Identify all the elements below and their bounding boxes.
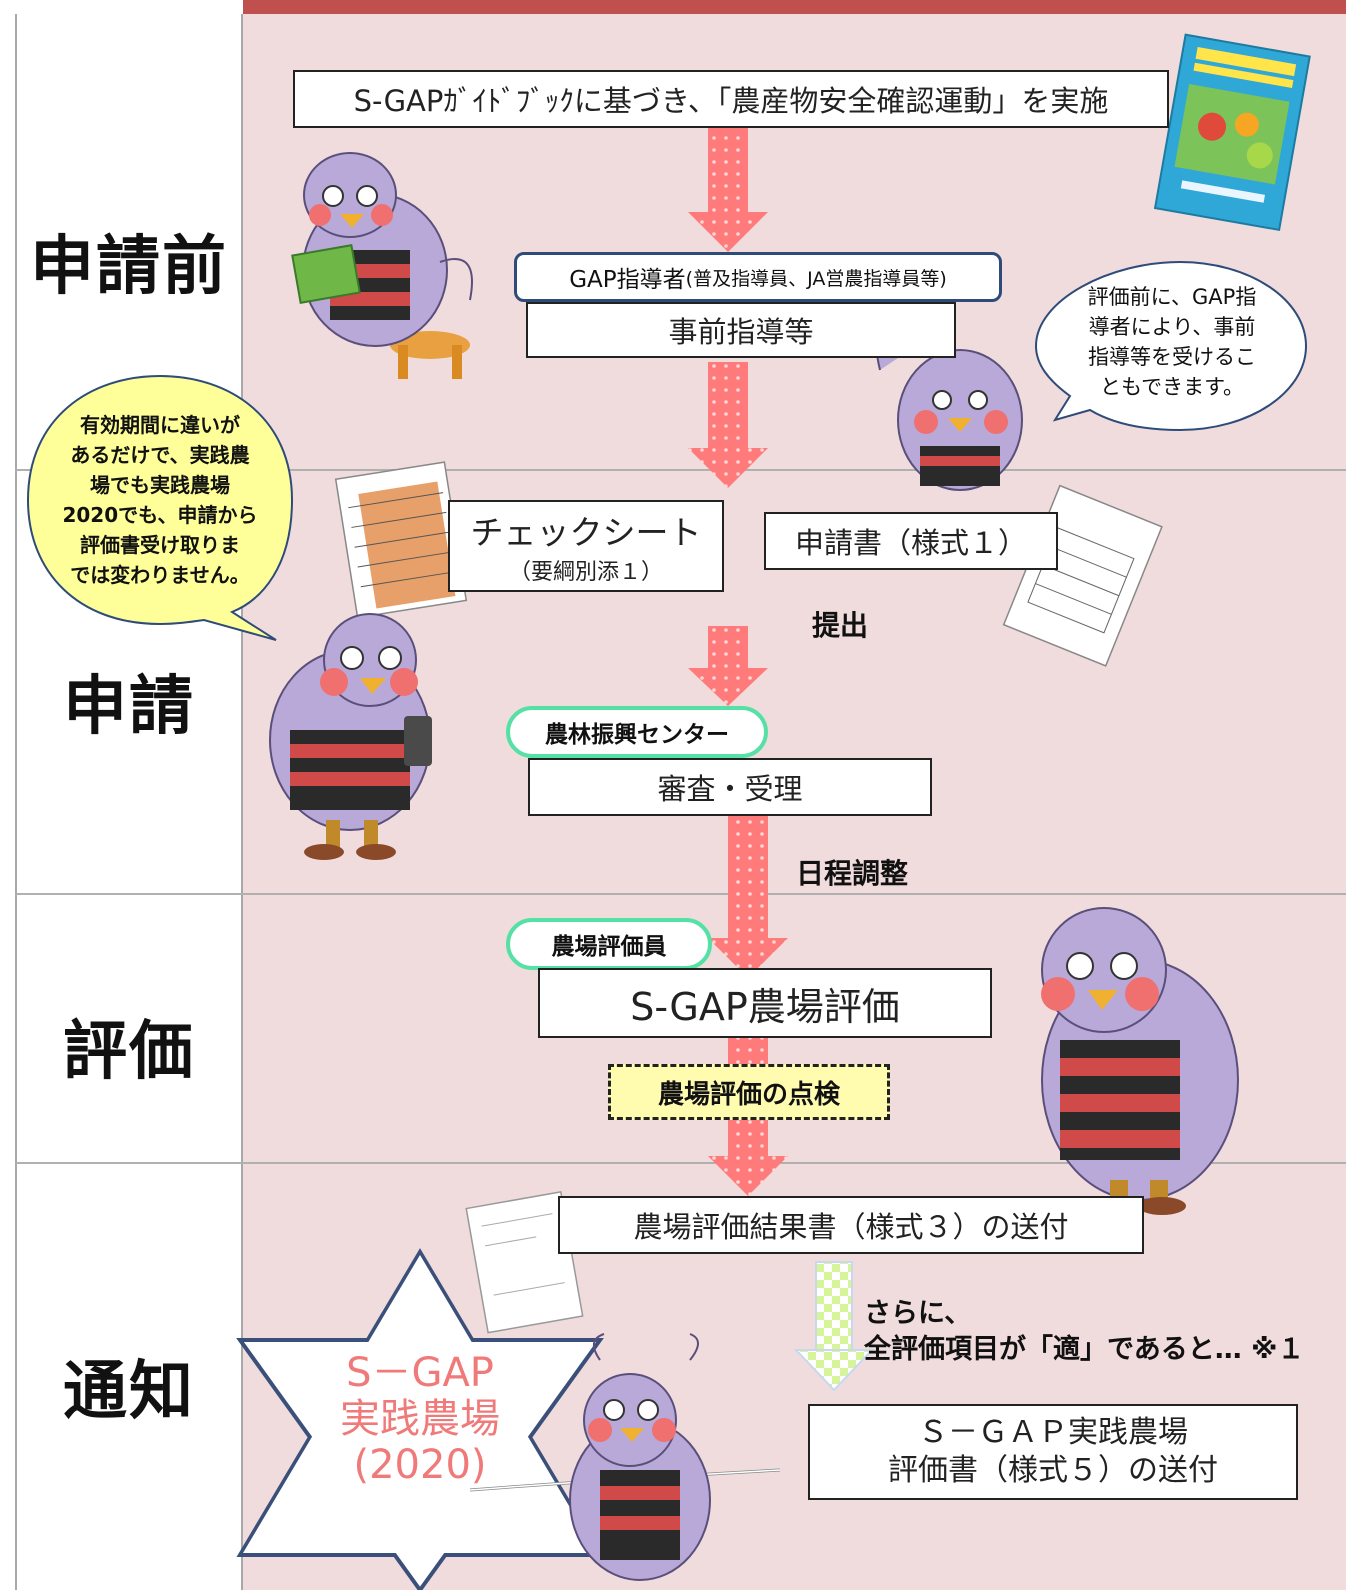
checksheet-box: チェックシート （要綱別添１） (448, 500, 724, 592)
right-bubble-line: 指導等を受けるこ (1088, 345, 1256, 369)
guidebook-step-box: S-GAPｶﾞｲﾄﾞﾌﾞｯｸに基づき、「農産物安全確認運動」を実施 (293, 70, 1169, 128)
left-bubble-line: では変わりません。 (70, 563, 250, 587)
submit-label: 提出 (812, 609, 869, 642)
left-bubble-text: 有効期間に違いが あるだけで、実践農 場でも実践農場 2020でも、申請から 評… (40, 410, 280, 590)
center-label: 農林振興センター (506, 706, 768, 758)
arrow-down-1 (688, 128, 768, 252)
divider-line (15, 1162, 1346, 1164)
prior-guidance-box: 事前指導等 (526, 302, 956, 358)
further-note-line1: さらに、 (864, 1298, 972, 1329)
arrow-down-3 (688, 626, 768, 706)
gap-leader-sub-text: (普及指導員、JA営農指導員等) (685, 267, 947, 290)
further-note-line2: 全評価項目が「適」であると… ※１ (864, 1334, 1305, 1365)
left-bubble-line: 2020でも、申請から (62, 503, 258, 527)
star-line: 実践農場 (340, 1396, 500, 1442)
mascot-finish-image (469, 1333, 781, 1581)
divider-line (15, 469, 1346, 471)
gap-leader-label: GAP指導者(普及指導員、JA営農指導員等) (514, 252, 1002, 302)
speech-bubble-right (1034, 260, 1308, 432)
checksheet-image (334, 461, 468, 619)
left-bubble-line: 有効期間に違いが (80, 413, 240, 437)
star-badge-text: S－GAP 実践農場 (2020) (300, 1350, 540, 1488)
star-line: (2020) (353, 1442, 487, 1488)
checksheet-title: チェックシート (470, 513, 702, 552)
left-bubble-line: あるだけで、実践農 (70, 443, 250, 467)
star-badge (236, 1248, 604, 1590)
checksheet-sub: （要綱別添１） (508, 560, 663, 585)
gap-leader-main-text: GAP指導者 (569, 267, 686, 293)
left-bubble-line: 評価書受け取りま (80, 533, 240, 557)
application-form-box: 申請書（様式１） (764, 512, 1058, 570)
stage-label-notification: 通知 (63, 1355, 195, 1429)
evaluator-label: 農場評価員 (506, 918, 712, 970)
mascot-phone-image (269, 613, 432, 860)
guidebook-cover-image (1153, 33, 1311, 232)
stage-label-application: 申請 (63, 670, 195, 744)
final-certificate-box: Ｓ－ＧＡＰ実践農場 評価書（様式５）の送付 (808, 1404, 1298, 1500)
speech-bubble-left (26, 374, 294, 641)
divider-line (15, 893, 1346, 895)
stage-label-evaluation: 評価 (63, 1015, 195, 1089)
result-doc-box: 農場評価結果書（様式３）の送付 (558, 1196, 1144, 1254)
stage-label-pre-application: 申請前 (30, 230, 228, 304)
mascot-reading-image (291, 152, 473, 379)
farm-evaluation-box: S-GAP農場評価 (538, 968, 992, 1038)
final-certificate-line2: 評価書（様式５）の送付 (888, 1453, 1218, 1488)
further-note: さらに、 全評価項目が「適」であると… ※１ (864, 1296, 1346, 1368)
review-box: 審査・受理 (528, 758, 932, 816)
arrow-down-green (793, 1261, 875, 1392)
top-bar (243, 0, 1346, 14)
left-bubble-line: 場でも実践農場 (90, 473, 230, 497)
stage-column (15, 14, 243, 1590)
right-bubble-line: 評価前に、GAP指 (1087, 285, 1257, 309)
right-bubble-line: ともできます。 (1099, 375, 1245, 399)
right-bubble-text: 評価前に、GAP指 導者により、事前 指導等を受けるこ ともできます。 (1060, 282, 1284, 402)
arrow-down-2 (688, 362, 768, 488)
star-line: S－GAP (346, 1350, 494, 1396)
schedule-label: 日程調整 (796, 857, 909, 890)
inspection-box: 農場評価の点検 (608, 1064, 890, 1120)
mascot-large-image (1041, 907, 1239, 1215)
final-certificate-line1: Ｓ－ＧＡＰ実践農場 (918, 1415, 1188, 1450)
arrow-down-4 (708, 816, 788, 978)
right-bubble-line: 導者により、事前 (1088, 315, 1256, 339)
